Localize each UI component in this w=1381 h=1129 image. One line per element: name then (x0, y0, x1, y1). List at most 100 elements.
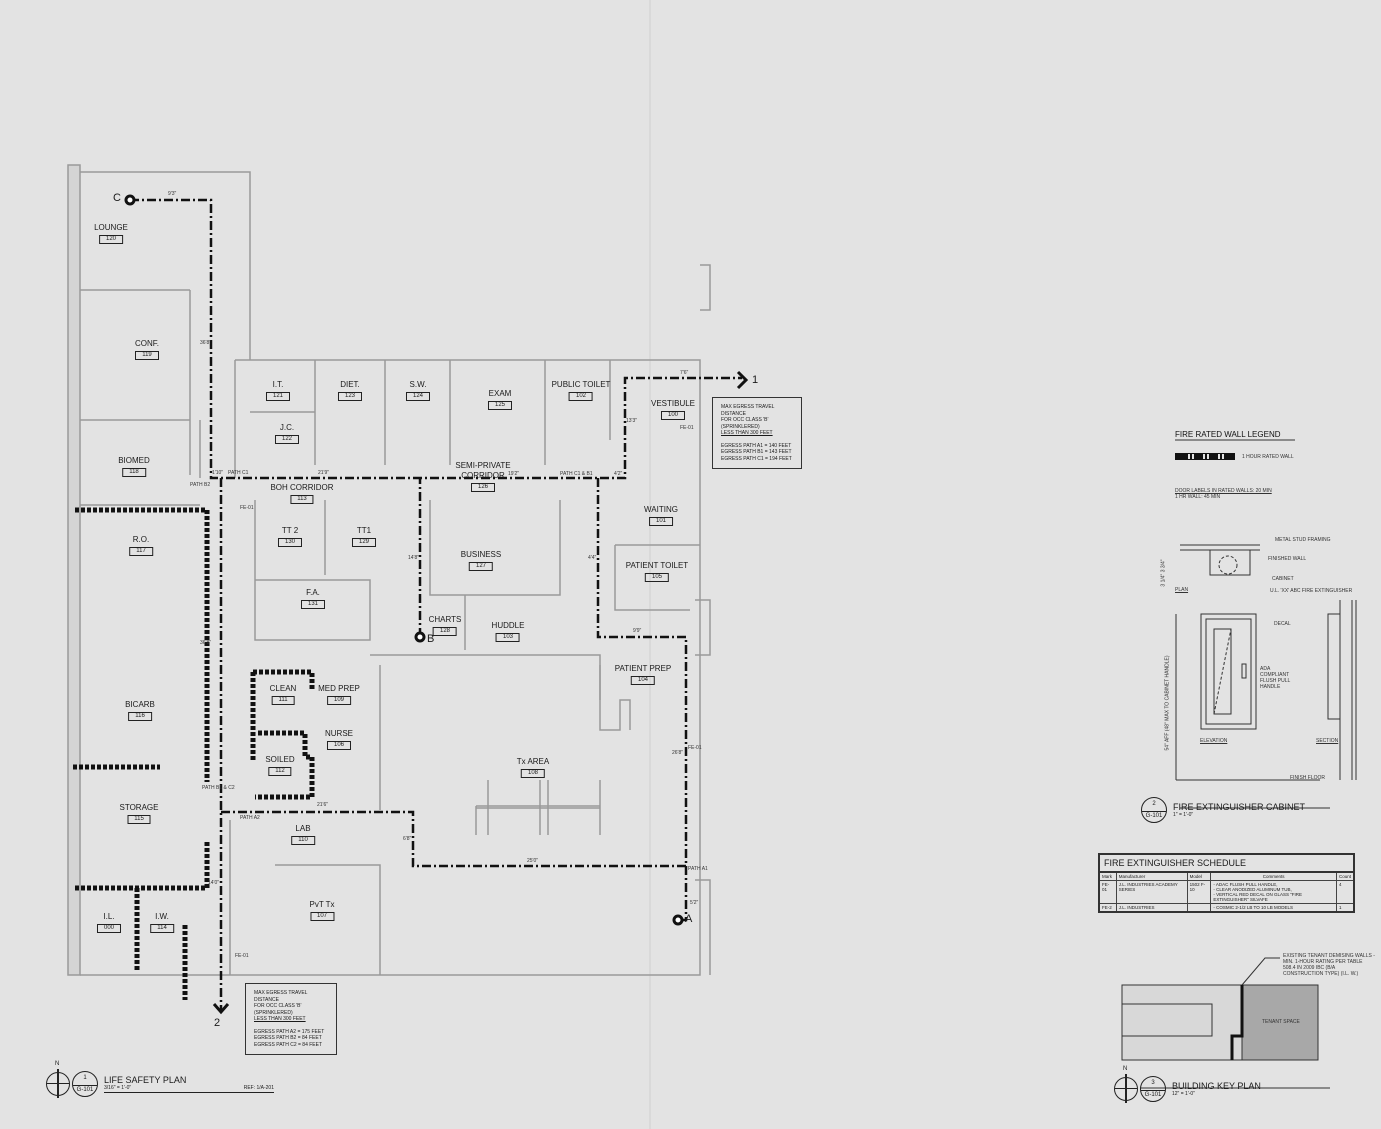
room-it: I.T.121 (265, 380, 291, 401)
dimension-label: 13'3" (626, 418, 638, 424)
room-number: 105 (644, 573, 670, 582)
room-name: R.O. (132, 535, 150, 544)
room-name: CLEAN (269, 684, 297, 693)
room-number: 119 (135, 351, 159, 360)
note-line: MAX EGRESS TRAVEL DISTANCE (254, 990, 308, 1003)
egress-endpoints (124, 194, 749, 1015)
room-name: I.W. (155, 912, 169, 921)
note-line: EGRESS PATH C2 = 84 FEET (254, 1041, 323, 1048)
fire-rated-wall-swatch (1175, 439, 1295, 460)
comment-line: - ADAC FLUSH PULL HANDLE, (1213, 882, 1278, 887)
room-il: I.L.000 (96, 912, 122, 933)
north-arrow-icon: N (1114, 1066, 1138, 1103)
cell-manufacturer: J.L. INDUSTRIES (1115, 903, 1188, 913)
dimension-label: 14'8" (408, 555, 420, 561)
room-number: 131 (300, 600, 326, 609)
dimension-label: 26'8" (672, 750, 684, 756)
room-name: SOILED (265, 755, 295, 764)
legend-note: 1 HR WALL: 45 MIN (1175, 494, 1221, 500)
callout-label: ADA COMPLIANT FLUSH PULL HANDLE (1260, 666, 1291, 690)
note-line: EGRESS PATH B2 = 84 FEET (254, 1035, 322, 1041)
fe-tag: FE-01 (680, 425, 694, 431)
room-sw: S.W.124 (405, 380, 431, 401)
section-label: SECTION (1316, 738, 1339, 744)
note-line: MAX EGRESS TRAVEL DISTANCE (721, 404, 775, 417)
room-fa: F.A.131 (300, 588, 326, 609)
callout-label: CABINET (1272, 576, 1294, 582)
note-line: LESS THAN 300 FEET (721, 430, 773, 436)
room-boh-corridor: BOH CORRIDOR 113 (270, 483, 334, 504)
elevation-label: ELEVATION (1200, 738, 1228, 744)
room-clean: CLEAN 111 (269, 684, 297, 705)
cell-mark: FE-01 (1098, 880, 1117, 904)
room-number: 108 (520, 769, 546, 778)
note-line: FOR OCC CLASS 'B' (SPRINKLERED) (721, 417, 769, 430)
room-number: 100 (660, 411, 686, 420)
mounting-height-dimension: 54" AFF (48" MAX TO CABINET HANDLE) (1164, 655, 1171, 751)
room-name: BUSINESS (460, 550, 502, 559)
room-number: 107 (309, 912, 335, 921)
cell-manufacturer: J.L. INDUSTRIES ACADEMY SERIES (1115, 880, 1188, 904)
fire-extinguisher-schedule-table: FIRE EXTINGUISHER SCHEDULE Mark Manufact… (1098, 853, 1355, 913)
egress-start-c-marker (124, 194, 136, 206)
room-number: 111 (271, 696, 295, 705)
exit-2-label: 2 (214, 1017, 221, 1029)
cell-model (1186, 903, 1212, 913)
egress-start-a-marker (672, 914, 684, 926)
callout-label: FINISH FLOOR (1290, 775, 1326, 781)
dimension-label: 14'0" (208, 880, 220, 886)
column-header: Comments (1210, 871, 1337, 881)
key-plan-callout: EXISTING TENANT DEMISING WALLS - MIN. 1-… (1283, 953, 1375, 977)
room-name: CHARTS (428, 615, 462, 624)
north-label: N (55, 1061, 60, 1067)
note-line: FOR OCC CLASS 'B' (SPRINKLERED) (254, 1003, 302, 1016)
legend-item-label: 1 HOUR RATED WALL (1242, 454, 1294, 460)
room-name: WAITING (644, 505, 678, 514)
room-name: PATIENT TOILET (625, 561, 689, 570)
room-name: BIOMED (118, 456, 150, 465)
room-iw: I.W. 114 (150, 912, 174, 933)
room-name: STORAGE (119, 803, 159, 812)
path-label: PATH B1 & C2 (202, 785, 235, 791)
dimension-label: 36'8" (200, 340, 212, 346)
schedule-title: FIRE EXTINGUISHER SCHEDULE (1098, 853, 1355, 871)
dimension-label: 9'9" (633, 628, 642, 634)
room-number: 120 (98, 235, 124, 244)
dimension-label: 21'9" (318, 470, 330, 476)
room-number: 113 (290, 495, 314, 504)
room-number: 129 (351, 538, 377, 547)
room-patient-toilet: PATIENT TOILET 105 (626, 561, 688, 582)
dimension-label: 6'8" (403, 836, 412, 842)
note-line: EGRESS PATH A1 = 140 FEET (721, 442, 792, 449)
sheet-number: G-101 (1141, 1090, 1165, 1098)
room-name: PvT Tx (309, 900, 335, 909)
room-name: S.W. (409, 380, 427, 389)
dimension-label: 1'10" (212, 470, 224, 476)
path-label: PATH C1 & B1 (560, 471, 593, 477)
note-line: EGRESS PATH C1 = 194 FEET (721, 455, 792, 462)
dimension-label: 25'0" (527, 858, 539, 864)
room-number: 130 (277, 538, 303, 547)
exit-arrow-icon (212, 1003, 230, 1015)
drawing-number: 3 (1151, 1080, 1155, 1086)
room-name: HUDDLE (491, 621, 525, 630)
cell-model: 1502 F-10 (1186, 880, 1212, 904)
column-header: Model (1186, 871, 1212, 881)
fe-tag: FE-01 (235, 953, 249, 959)
sheet-number: G-101 (73, 1085, 97, 1093)
room-number: 114 (150, 924, 174, 933)
room-name: BOH CORRIDOR (270, 483, 334, 492)
